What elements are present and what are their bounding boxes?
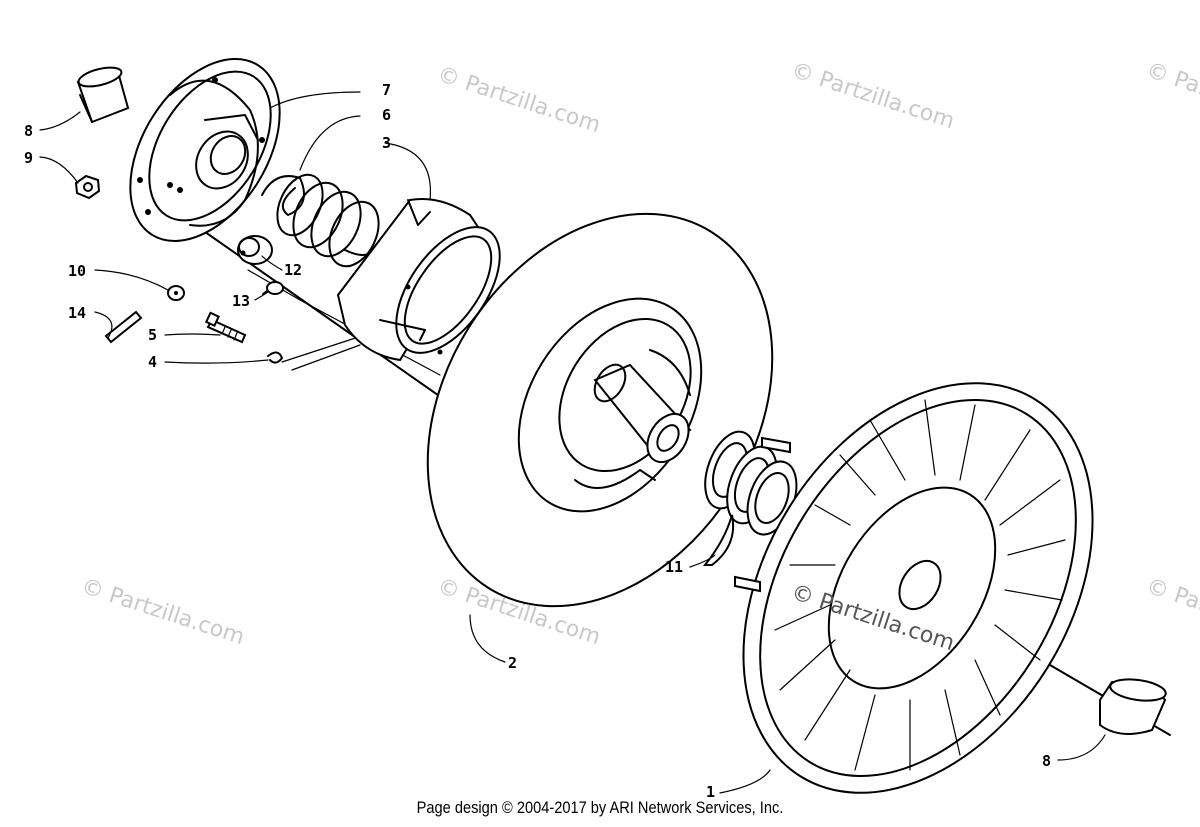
watermark: © Partzilla.com <box>788 58 957 134</box>
sheave-part-2 <box>426 212 774 608</box>
watermark: © Partzilla.com <box>1143 574 1200 650</box>
callout-4: 4 <box>148 353 157 371</box>
callout-14: 14 <box>68 304 86 322</box>
callout-5: 5 <box>148 326 157 344</box>
callout-2: 2 <box>508 654 517 672</box>
callout-11: 11 <box>665 558 683 576</box>
callout-6: 6 <box>382 106 391 124</box>
callout-13: 13 <box>232 292 250 310</box>
callout-7: 7 <box>382 81 391 99</box>
pin-part-14 <box>104 310 143 344</box>
bushing-part-8-top <box>76 66 130 124</box>
callout-12: 12 <box>284 261 302 279</box>
callout-1: 1 <box>706 783 715 801</box>
callout-3: 3 <box>382 134 391 152</box>
callout-8-top: 8 <box>24 122 33 140</box>
callout-10: 10 <box>68 262 86 280</box>
callout-9: 9 <box>24 149 33 167</box>
clip-part-4 <box>267 351 283 364</box>
fixed-sheave-part-1 <box>734 382 1094 794</box>
sheave-fins <box>774 399 1066 771</box>
watermark: © Partzilla.com <box>434 62 603 138</box>
page-footer: Page design © 2004-2017 by ARI Network S… <box>416 798 784 817</box>
bushing-part-8-bottom <box>1099 678 1167 735</box>
washer-part-10 <box>167 285 185 301</box>
cam-part-3 <box>336 198 501 362</box>
nut-part-9 <box>74 174 101 200</box>
leader-lines <box>39 91 1106 794</box>
spider-plate-part-7 <box>129 58 281 242</box>
watermark: © Partzilla.com <box>78 574 247 650</box>
screw-part-13 <box>262 281 284 295</box>
shims-part-11 <box>702 430 798 566</box>
callout-labels: 8 9 7 6 3 10 14 12 13 5 4 11 2 1 8 <box>24 81 1051 801</box>
watermark: © Partzilla.com <box>1143 58 1200 134</box>
callout-8-bottom: 8 <box>1042 752 1051 770</box>
bolt-part-5 <box>204 311 247 344</box>
